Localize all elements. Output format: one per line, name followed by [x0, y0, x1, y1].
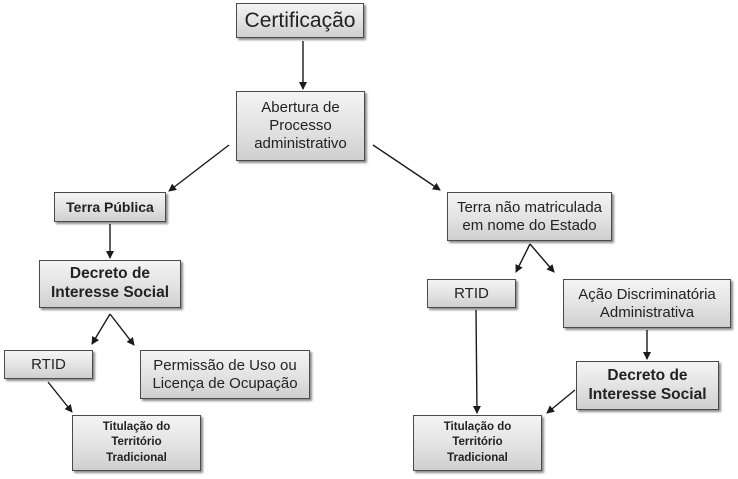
- node-rtid-left: RTID: [4, 350, 93, 379]
- edge-abertura-terra-publica: [168, 144, 230, 192]
- node-decreto-interesse-social-right: Decreto de Interesse Social: [576, 361, 719, 410]
- edge-abertura-terra-nao-matriculada: [372, 144, 441, 191]
- edge-decreto-rtid-left: [91, 313, 111, 345]
- node-acao-discriminatoria: Ação Discriminatória Administrativa: [563, 279, 731, 328]
- node-abertura-processo: Abertura de Processo administrativo: [236, 91, 365, 161]
- edge-terra-nao-rtid-right: [515, 243, 531, 273]
- edge-terra-nao-acao: [529, 243, 555, 273]
- edge-decreto-permissao: [109, 313, 135, 346]
- node-certificacao: Certificação: [236, 3, 364, 38]
- node-rtid-right: RTID: [427, 279, 516, 308]
- node-titulacao-left: Titulação do Território Tradicional: [72, 415, 201, 471]
- node-permissao-uso: Permissão de Uso ou Licença de Ocupação: [140, 350, 310, 399]
- node-decreto-interesse-social-left: Decreto de Interesse Social: [39, 260, 181, 308]
- node-terra-publica: Terra Pública: [54, 192, 166, 222]
- edge-decreto-titulacao-right: [546, 389, 576, 414]
- node-titulacao-right: Titulação do Território Tradicional: [413, 415, 542, 471]
- node-terra-nao-matriculada: Terra não matriculada em nome do Estado: [447, 192, 612, 241]
- edge-rtid-titulacao-right: [472, 309, 481, 414]
- edge-rtid-titulacao-left: [47, 381, 73, 413]
